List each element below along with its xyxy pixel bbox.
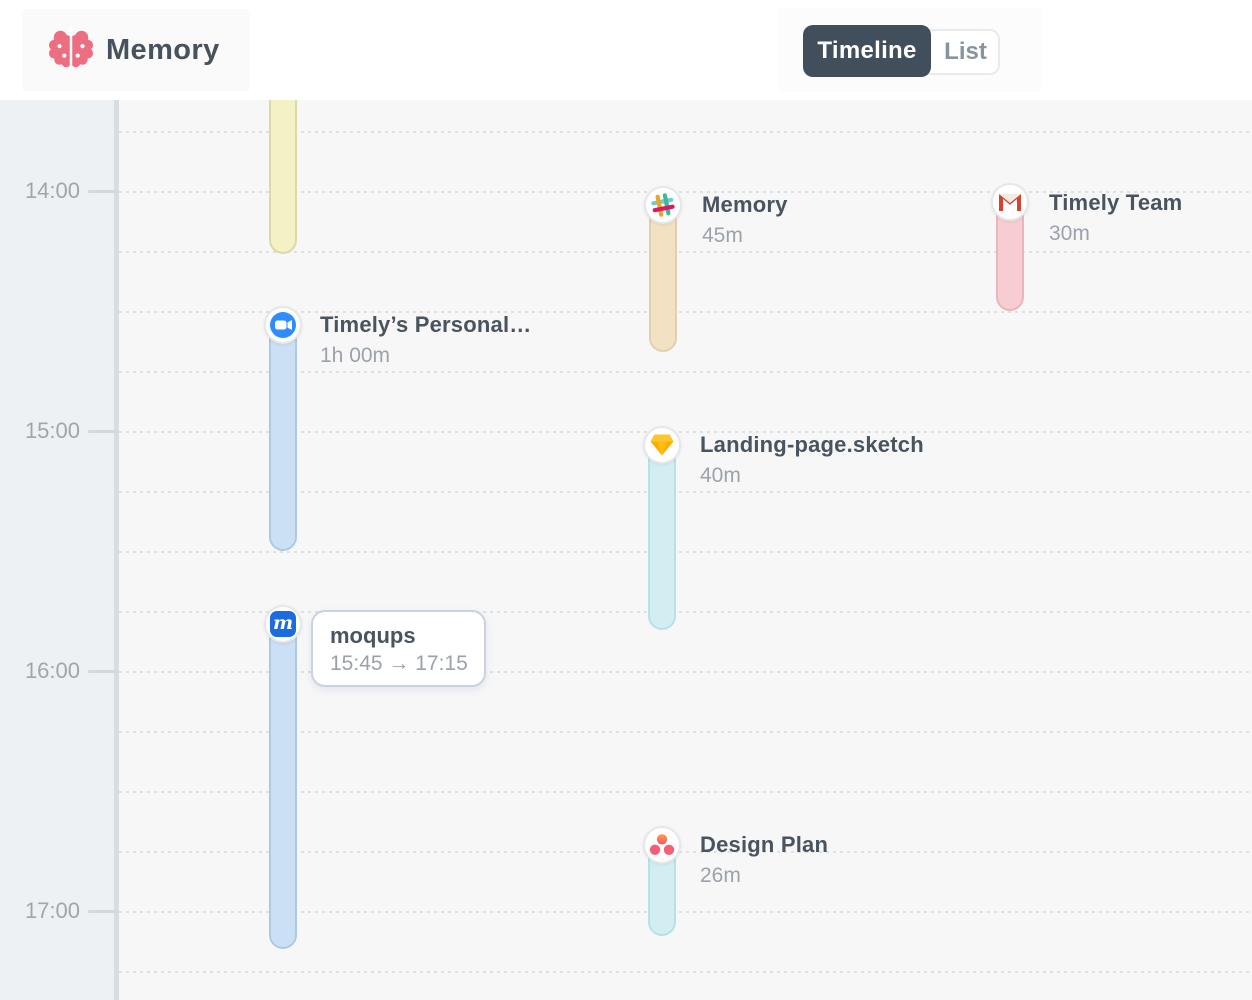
entry-duration: 26m [700,864,741,887]
grid-line [119,311,1252,313]
logo: Memory [22,9,250,91]
grid-line [119,791,1252,793]
hour-tick [88,670,119,673]
tooltip-time-range: 15:45 → 17:15 [330,652,468,675]
hour-tick [88,910,119,913]
grid-line [119,551,1252,553]
entry-title: Timely’s Personal… [320,312,532,337]
sketch-icon[interactable] [643,426,681,464]
grid-line [119,191,1252,193]
entry-title: Design Plan [700,832,829,857]
time-axis [0,100,114,1000]
entry-duration: 1h 00m [320,344,391,367]
brain-icon [48,26,94,75]
grid-line [119,251,1252,253]
tab-list[interactable]: List [931,29,1000,75]
moqups-glyph: m [270,611,296,637]
grid-line [119,911,1252,913]
moqups-icon[interactable]: m [264,605,302,643]
zoom-icon[interactable] [264,306,302,344]
hour-label-17: 17:00 [24,898,80,923]
entry-title: Timely Team [1049,190,1183,215]
grid-line [119,611,1252,613]
asana-icon[interactable] [643,826,681,864]
session-pill-zoom[interactable] [269,311,297,551]
hour-label-14: 14:00 [24,178,80,203]
hour-label-15: 15:00 [24,418,80,443]
grid-line [119,131,1252,133]
entry-title: Memory [702,192,788,217]
slack-icon[interactable] [644,186,682,224]
entry-duration: 40m [700,464,741,487]
view-toggle: List Timeline [778,8,1042,92]
hour-label-16: 16:00 [24,658,80,683]
gmail-icon[interactable] [991,183,1029,221]
grid-line [119,671,1252,673]
grid-line [119,851,1252,853]
hour-tick [88,430,119,433]
session-tooltip: moqups 15:45 → 17:15 [311,610,486,687]
entry-duration: 45m [702,224,743,247]
logo-text: Memory [106,33,220,66]
grid-line [119,491,1252,493]
timeline-canvas: 14:00 15:00 16:00 17:00 Timely’s Persona… [0,98,1252,1000]
session-pill-moqups[interactable] [269,611,297,949]
hour-tick [88,190,119,193]
app-header: Memory List Timeline [0,0,1252,100]
tab-timeline[interactable]: Timeline [803,25,931,77]
grid-line [119,431,1252,433]
tooltip-title: moqups [330,623,416,648]
grid-line [119,731,1252,733]
entry-duration: 30m [1049,222,1090,245]
grid-line [119,971,1252,973]
entry-title: Landing-page.sketch [700,432,924,457]
grid-line [119,371,1252,373]
axis-divider [114,100,119,1000]
session-pill-unlabeled[interactable] [269,98,297,254]
